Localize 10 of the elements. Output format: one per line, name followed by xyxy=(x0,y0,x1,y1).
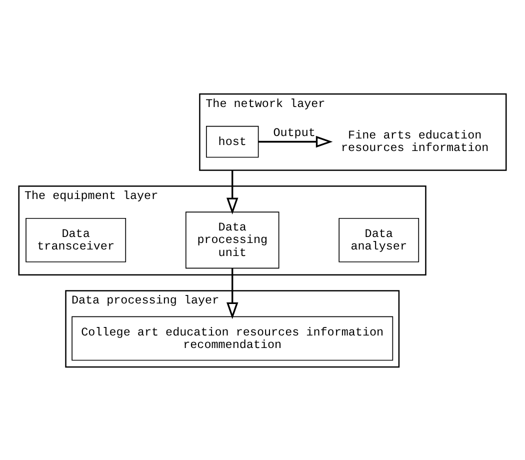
node-box: College art education resources information recommendation xyxy=(72,316,394,360)
node-box: Data transceiver xyxy=(26,217,126,262)
arrow xyxy=(258,135,333,148)
node-text: Fine arts education resources information xyxy=(341,128,489,155)
node-box: Data processing unit xyxy=(185,211,280,268)
node-box: host xyxy=(206,125,259,158)
arrow xyxy=(226,268,238,319)
edge-label: Output xyxy=(273,126,316,140)
node-box: Data analyser xyxy=(338,217,420,262)
arrow xyxy=(226,170,238,214)
